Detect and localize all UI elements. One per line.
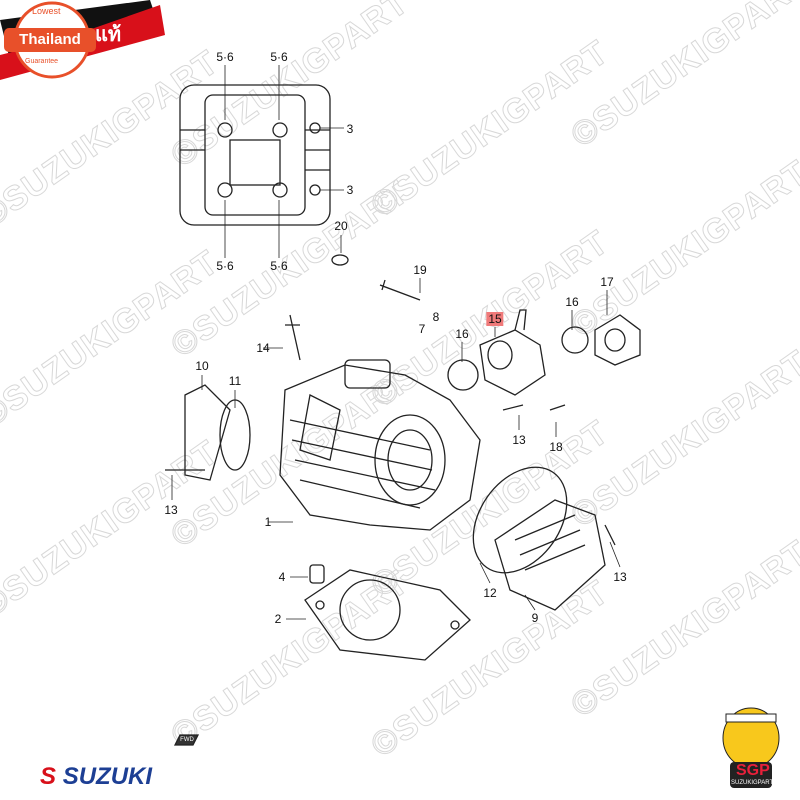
o-ring-16b bbox=[561, 326, 589, 354]
callout-17: 17 bbox=[600, 275, 614, 289]
callout-18: 18 bbox=[549, 440, 563, 454]
callout-11: 11 bbox=[228, 374, 242, 388]
o-ring-12 bbox=[472, 466, 568, 574]
callout-14: 14 bbox=[256, 341, 270, 355]
side-cover-9 bbox=[494, 499, 606, 611]
callout-5-6c: 5·6 bbox=[216, 259, 234, 273]
callout-15: 15 bbox=[486, 312, 504, 326]
callout-10: 10 bbox=[195, 359, 209, 373]
callout-19: 19 bbox=[413, 263, 427, 277]
callout-5-6a: 5·6 bbox=[216, 50, 234, 64]
callout-3a: 3 bbox=[346, 122, 354, 136]
badge-guarantee: Guarantee bbox=[25, 58, 59, 65]
mascot-subtext: SUZUKIGPART bbox=[731, 780, 774, 786]
rocker-cover-10 bbox=[184, 384, 231, 481]
intake-pipe-15 bbox=[479, 309, 546, 396]
washer-20 bbox=[331, 254, 349, 266]
cylinder-head-top-view bbox=[179, 84, 331, 226]
mascot-text: SGP bbox=[736, 762, 770, 779]
badge-thailand: Thailand bbox=[4, 28, 96, 52]
callout-13c: 13 bbox=[613, 570, 627, 584]
gasket-11 bbox=[219, 399, 251, 471]
callout-13a: 13 bbox=[512, 433, 526, 447]
fwd-label: FWD bbox=[180, 737, 194, 743]
badge-lowest: Lowest bbox=[32, 6, 61, 16]
callout-1: 1 bbox=[264, 515, 272, 529]
fwd-arrow-icon bbox=[173, 734, 200, 746]
sgp-mascot-logo: SGP SUZUKIGPART bbox=[718, 700, 784, 796]
leader-lines bbox=[171, 65, 621, 620]
brand-name: SUZUKI bbox=[62, 763, 153, 790]
insulator-17 bbox=[594, 314, 641, 366]
callout-4: 4 bbox=[278, 570, 286, 584]
o-ring-16a bbox=[447, 359, 479, 391]
callout-5-6d: 5·6 bbox=[270, 259, 288, 273]
callout-20: 20 bbox=[334, 219, 348, 233]
spark-plug-14 bbox=[285, 314, 301, 361]
callout-16a: 16 bbox=[455, 327, 469, 341]
callout-2: 2 bbox=[274, 612, 282, 626]
callout-16b: 16 bbox=[565, 295, 579, 309]
callout-7: 7 bbox=[418, 322, 426, 336]
bolt-19 bbox=[379, 279, 421, 301]
suzuki-logo: S SUZUKI bbox=[40, 763, 153, 790]
callout-8: 8 bbox=[432, 310, 440, 324]
callout-9: 9 bbox=[531, 611, 539, 625]
cylinder-head-main bbox=[279, 359, 481, 531]
callout-13b: 13 bbox=[164, 503, 178, 517]
callout-3b: 3 bbox=[346, 183, 354, 197]
bolts-13 bbox=[165, 404, 616, 546]
callout-12: 12 bbox=[483, 586, 497, 600]
thai-text: แท้ bbox=[95, 24, 122, 46]
dowel-pin-4 bbox=[309, 564, 325, 584]
gasket-2 bbox=[304, 569, 471, 661]
lowest-price-badge: แท้ Lowest Thailand Guarantee bbox=[0, 0, 170, 80]
callout-5-6b: 5·6 bbox=[270, 50, 288, 64]
